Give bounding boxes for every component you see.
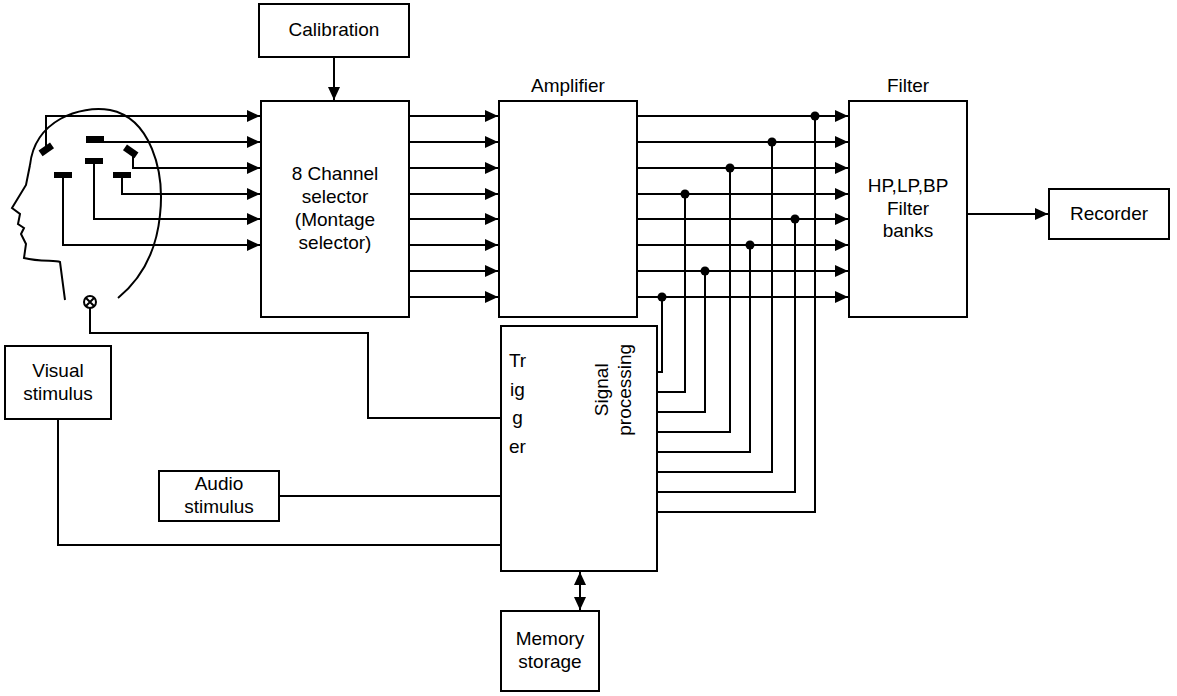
face-profile [12, 165, 65, 300]
junction-dot [701, 267, 710, 276]
connector [579, 572, 581, 610]
electrode [86, 136, 104, 143]
connector [968, 213, 1048, 215]
junction-dot [681, 190, 690, 199]
visual-stimulus-box: Visual stimulus [4, 345, 112, 420]
connector [638, 296, 848, 298]
electrode [54, 172, 72, 178]
head-illustration [12, 109, 161, 308]
connector [410, 115, 498, 117]
ground-electrode [84, 296, 96, 308]
head-outline [30, 109, 161, 298]
trigger-label: Trigger [508, 347, 527, 461]
connector [58, 420, 500, 545]
connector [410, 167, 498, 169]
junction-dot [746, 241, 755, 250]
box-heading: Amplifier [500, 75, 636, 98]
connectors [58, 58, 1048, 610]
connector [638, 219, 795, 492]
connector [410, 218, 498, 220]
box-label: Recorder [1070, 203, 1148, 226]
recorder-box: Recorder [1048, 188, 1170, 240]
filter-box: FilterHP,LP,BP Filter banks [848, 100, 968, 318]
processing-label: Signal processing [591, 335, 637, 445]
junction-dot [658, 293, 667, 302]
connector [638, 142, 772, 472]
box-heading: Filter [850, 75, 966, 98]
box-label: Memory storage [502, 628, 598, 674]
connector [410, 296, 498, 298]
ground-lead [90, 308, 500, 418]
electrode-lead [63, 178, 260, 245]
junction-dot [726, 164, 735, 173]
connector [280, 495, 500, 497]
channel-selector-box: 8 Channel selector (Montage selector) [260, 100, 410, 318]
calibration-box: Calibration [258, 3, 410, 58]
audio-stimulus-box: Audio stimulus [158, 470, 280, 522]
amplifier-box: Amplifier [498, 100, 638, 318]
junction-dot [791, 215, 800, 224]
junction-dot [768, 138, 777, 147]
memory-box: Memory storage [500, 610, 600, 692]
box-label: Visual stimulus [6, 360, 110, 406]
connector [638, 116, 815, 512]
electrode-lead [46, 116, 260, 146]
connector [410, 193, 498, 195]
box-label: HP,LP,BP Filter banks [862, 175, 954, 243]
box-label: Audio stimulus [160, 473, 278, 519]
connector [410, 270, 498, 272]
electrode-lead [104, 141, 260, 143]
box-label: Calibration [289, 19, 380, 42]
connector [333, 58, 335, 100]
electrode [123, 145, 138, 159]
trigger-processing-box: Trigger Signal processing [500, 325, 658, 572]
ground-electrode-cross [86, 298, 94, 306]
electrode-lead [94, 164, 260, 219]
junction-dot [811, 112, 820, 121]
electrode-lead [122, 178, 260, 194]
connector [410, 141, 498, 143]
connector [410, 244, 498, 246]
box-label: 8 Channel selector (Montage selector) [269, 163, 401, 254]
electrode [85, 158, 103, 164]
electrode-lead [133, 155, 260, 168]
electrode [113, 172, 131, 178]
